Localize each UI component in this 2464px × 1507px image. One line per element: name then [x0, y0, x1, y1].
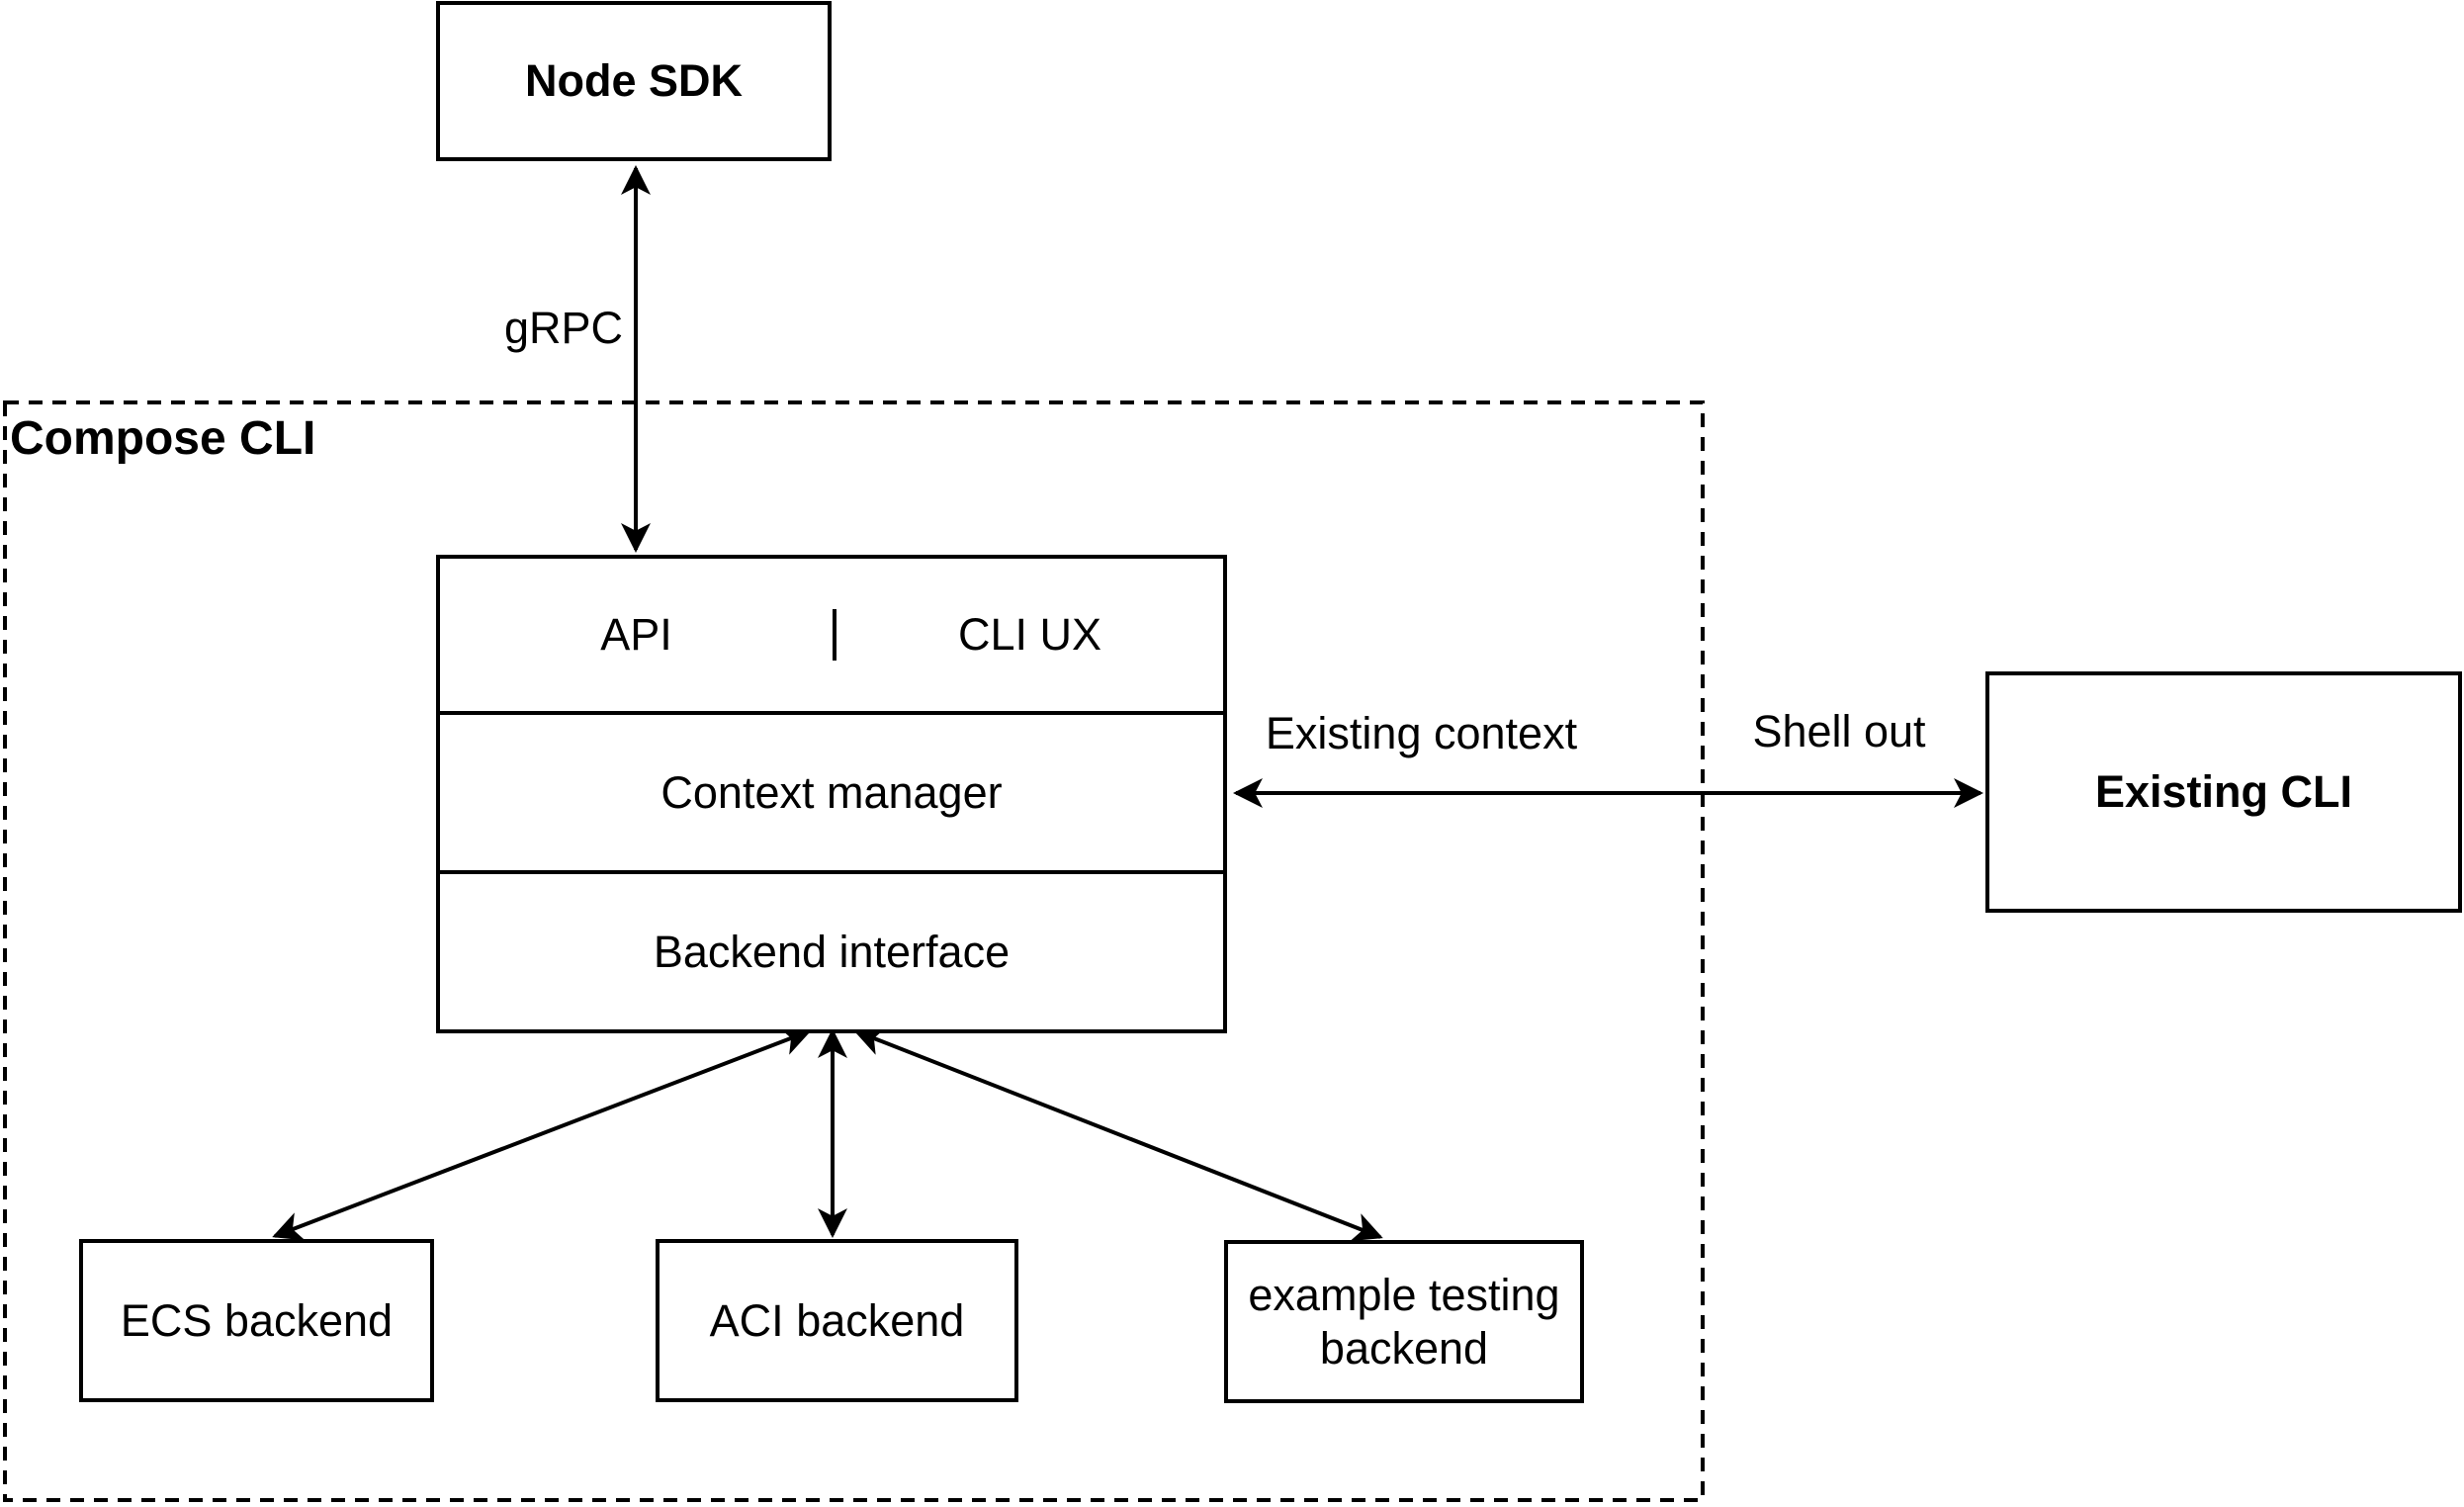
existing-context-edge-label: Existing context	[1265, 708, 1578, 758]
node-backend-interface: Backend interface	[653, 926, 1011, 977]
node-node-sdk: Node SDK	[436, 1, 832, 161]
api-cliux-row: API CLI UX	[440, 559, 1223, 715]
shell-out-edge-label: Shell out	[1752, 706, 1926, 756]
node-aci-backend: ACI backend	[656, 1239, 1018, 1402]
node-ecs-backend: ECS backend	[79, 1239, 434, 1402]
backend-example-testing-arrow	[853, 1026, 1383, 1242]
node-compose-cli-core: API CLI UX Context manager Backend inter…	[436, 555, 1227, 1033]
backend-ecs-arrow	[272, 1026, 812, 1241]
node-example-testing-backend: example testing backend	[1224, 1240, 1584, 1403]
grpc-edge-label: gRPC	[503, 303, 623, 353]
node-context-manager: Context manager	[440, 715, 1223, 874]
node-cli-ux: CLI UX	[957, 609, 1102, 660]
node-api: API	[440, 609, 836, 661]
compose-cli-group-label: Compose CLI	[10, 412, 316, 465]
node-existing-cli: Existing CLI	[1985, 671, 2462, 913]
